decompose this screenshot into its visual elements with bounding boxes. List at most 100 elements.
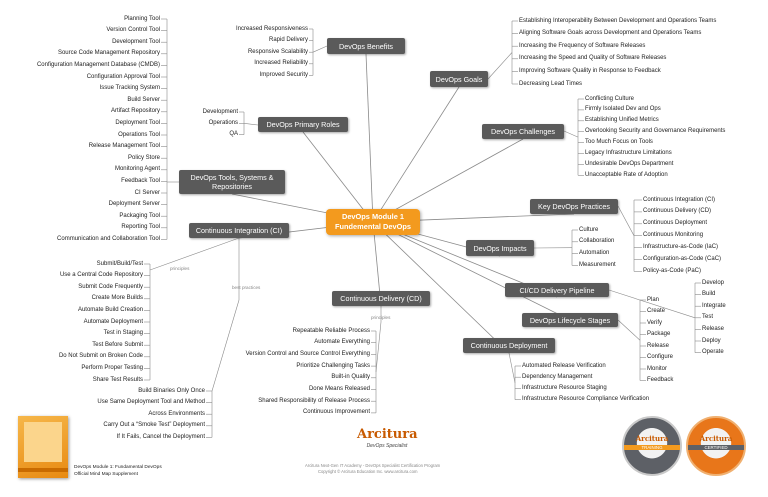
- practice-item: Continuous Monitoring: [643, 232, 704, 239]
- challenge-item: Firmly Isolated Dev and Ops: [585, 106, 661, 113]
- tool-item: Operations Tool: [118, 131, 160, 138]
- connector: [563, 130, 579, 138]
- practice-item: Continuous Deployment: [643, 220, 708, 227]
- connector: [487, 52, 513, 80]
- ci-best-item: Carry Out a “Smoke Test” Deployment: [103, 422, 205, 429]
- delivery-item: Shared Responsibility of Release Process: [258, 397, 370, 404]
- pipeline-item: Develop: [702, 279, 725, 286]
- tool-item: Build Server: [127, 96, 160, 103]
- book-sub-label: Official Mind Map Supplement: [74, 472, 138, 477]
- pipeline-item: Integrate: [702, 302, 726, 309]
- delivery-item: Continuous Improvement: [302, 409, 370, 416]
- ci-principles-label: principles: [170, 266, 190, 271]
- node-devops-benefits: DevOps Benefits: [327, 38, 405, 54]
- connector: [312, 45, 328, 53]
- tool-item: Artifact Repository: [110, 108, 160, 115]
- delivery-item: Version Control and Source Control Every…: [245, 350, 370, 357]
- ci-principle-item: Test Before Submit: [92, 341, 143, 348]
- ci-principle-item: Do Not Submit on Broken Code: [58, 353, 143, 360]
- stage-item: Feedback: [647, 377, 674, 383]
- central-topic: DevOps Module 1 Fundemental DevOps: [326, 209, 420, 235]
- stage-item: Create: [647, 308, 666, 314]
- connector: [608, 289, 696, 319]
- impact-item: Automation: [579, 250, 610, 257]
- ci-best-practices-label: best practices: [232, 285, 261, 290]
- stage-item: Configure: [647, 354, 674, 360]
- logo-name: Arcitura: [357, 427, 418, 442]
- deploy-item: Infrastructure Resource Compliance Verif…: [522, 396, 650, 403]
- practice-item: Continuous Integration (CI): [643, 196, 716, 203]
- node-continuous-deployment: Continuous Deployment: [463, 338, 555, 353]
- stage-item: Plan: [647, 296, 660, 303]
- ci-best-item: Across Environments: [148, 410, 205, 417]
- delivery-item: Repeatable Reliable Process: [292, 327, 370, 334]
- tool-item: CI Server: [134, 189, 160, 196]
- benefit-item: Rapid Delivery: [268, 37, 308, 44]
- connector: [302, 131, 374, 223]
- ci-principle-item: Create More Builds: [91, 295, 143, 302]
- central-topic-line2: Fundemental DevOps: [335, 222, 411, 231]
- node-devops-goals: DevOps Goals: [430, 71, 488, 87]
- challenge-item: Unacceptable Rate of Adoption: [585, 171, 668, 178]
- arcitura-logo: Arcitura DevOps Specialist: [357, 427, 418, 457]
- stage-item: Release: [647, 342, 670, 349]
- tool-item: Source Code Management Repository: [57, 50, 160, 57]
- tool-item: Communication and Collaboration Tool: [57, 235, 160, 242]
- pipeline-item: Deploy: [702, 337, 721, 344]
- tool-item: Deployment Tool: [115, 119, 160, 126]
- badge2-type: CERTIFIED: [688, 445, 744, 450]
- connector: [375, 321, 382, 372]
- goal-item: Decreasing Lead Times: [519, 80, 583, 87]
- goal-item: Improving Software Quality in Response t…: [519, 67, 661, 74]
- challenge-item: Overlooking Security and Governance Requ…: [585, 128, 726, 135]
- delivery-item: Prioritize Challenging Tasks: [296, 362, 370, 369]
- node-devops-impacts: DevOps Impacts: [466, 240, 534, 256]
- tool-item: Configuration Approval Tool: [86, 73, 160, 80]
- benefit-item: Increased Responsiveness: [235, 25, 308, 32]
- tool-item: Reporting Tool: [121, 224, 160, 231]
- role-item: Operations: [208, 119, 238, 126]
- node-continuous-delivery: Continuous Delivery (CD): [332, 291, 430, 306]
- stage-item: Verify: [647, 319, 663, 326]
- ci-principle-item: Share Test Results: [92, 376, 143, 383]
- node-lifecycle-stages: DevOps Lifecycle Stages: [522, 313, 618, 327]
- tool-item: Version Control Tool: [106, 27, 160, 34]
- copyright-line2: Copyright © Arcitura Education Inc. www.…: [318, 469, 418, 474]
- connector: [508, 352, 516, 383]
- tool-item: Planning Tool: [124, 15, 160, 22]
- ci-principle-item: Perform Proper Testing: [81, 364, 143, 371]
- goal-item: Increasing the Speed and Quality of Soft…: [519, 55, 667, 62]
- ci-best-item: Use Same Deployment Tool and Method: [97, 399, 205, 406]
- connector: [372, 138, 524, 223]
- node-primary-roles: DevOps Primary Roles: [258, 117, 348, 132]
- node-cicd-pipeline: CI/CD Delivery Pipeline: [505, 283, 609, 297]
- pipeline-item: Test: [702, 314, 714, 321]
- tool-item: Deployment Server: [108, 201, 160, 208]
- benefit-item: Increased Reliability: [254, 60, 308, 67]
- stage-item: Package: [647, 331, 671, 337]
- challenge-item: Establishing Unified Metrics: [585, 117, 659, 124]
- connector: [365, 53, 374, 223]
- connector: [149, 237, 240, 271]
- node-key-practices: Key DevOps Practices: [530, 199, 618, 214]
- benefit-item: Improved Security: [259, 71, 308, 78]
- practice-item: Configuration-as-Code (CaC): [643, 256, 722, 262]
- stage-item: Monitor: [647, 365, 668, 372]
- badge2-brand: Arcitura: [699, 434, 733, 443]
- tool-item: Monitoring Agent: [114, 166, 160, 173]
- delivery-item: Built-in Quality: [331, 374, 370, 381]
- impact-item: Measurement: [579, 261, 616, 268]
- ci-principle-item: Test in Staging: [103, 330, 143, 337]
- tool-item: Release Management Tool: [88, 143, 160, 150]
- challenge-item: Too Much Focus on Tools: [585, 139, 653, 146]
- connector: [243, 123, 259, 126]
- ci-principle-item: Automate Build Creation: [77, 306, 143, 313]
- pipeline-item: Release: [702, 325, 725, 332]
- tool-item: Issue Tracking System: [99, 85, 160, 92]
- delivery-item: Done Means Released: [308, 386, 370, 392]
- connector: [617, 319, 641, 341]
- practice-item: Infrastructure-as-Code (IaC): [643, 244, 719, 251]
- ci-best-item: Build Binaries Only Once: [138, 387, 205, 394]
- pipeline-item: Operate: [702, 349, 724, 356]
- training-badge: Arcitura TRAINING: [622, 416, 682, 476]
